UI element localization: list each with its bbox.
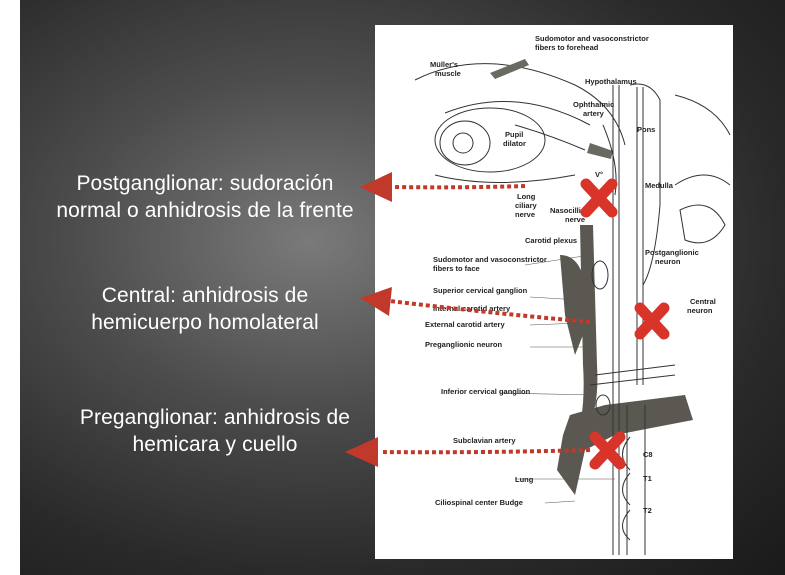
cross-preganglionic-icon (595, 437, 620, 464)
annotation-overlay (20, 0, 785, 575)
arrow-preganglionic (345, 437, 590, 467)
slide-background: Postganglionar: sudoración normal o anhi… (20, 0, 785, 575)
cross-postganglionic-icon (586, 184, 612, 212)
arrow-central (360, 287, 590, 322)
arrow-postganglionic (360, 172, 525, 202)
cross-central-icon (640, 308, 664, 334)
